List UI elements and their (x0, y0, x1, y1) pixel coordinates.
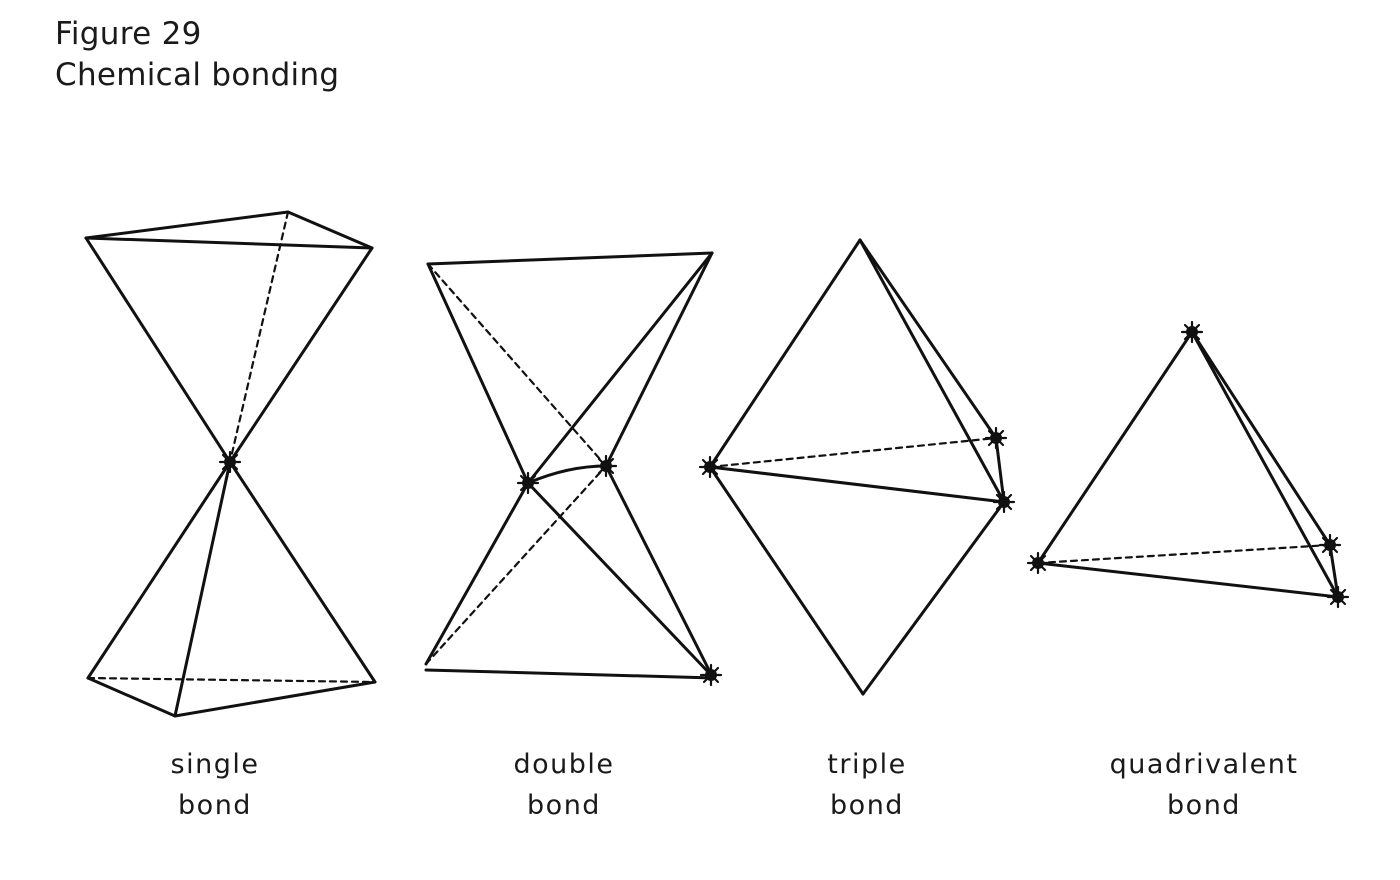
caption-single-bond: single bond (95, 744, 335, 826)
caption-triple-line2: bond (830, 790, 904, 821)
caption-quadrivalent-line1: quadrivalent (1109, 749, 1299, 780)
single-bond-figure (84, 210, 377, 718)
double-bond-atom-left (516, 471, 540, 495)
double-bond-figure (424, 251, 723, 687)
double-bond-lower-tetrahedron (424, 464, 716, 680)
caption-single-line2: bond (178, 790, 252, 821)
single-bond-shared-atom (218, 450, 242, 474)
caption-double-line2: bond (527, 790, 601, 821)
triple-bond-atom-left (698, 455, 722, 479)
quadrivalent-atom-back (1318, 533, 1342, 557)
caption-double-bond: double bond (444, 744, 684, 826)
quadrivalent-bond-figure (1026, 320, 1350, 609)
figure-number: Figure 29 (55, 16, 202, 52)
caption-double-line1: double (513, 749, 615, 780)
triple-bond-atom-front (992, 490, 1016, 514)
quadrivalent-atom-left (1026, 551, 1050, 575)
quadrivalent-atom-top (1180, 320, 1204, 344)
caption-quadrivalent-bond: quadrivalent bond (1084, 744, 1324, 826)
quadrivalent-atom-front (1326, 585, 1350, 609)
caption-quadrivalent-line2: bond (1167, 790, 1241, 821)
figure-title: Chemical bonding (55, 57, 340, 93)
caption-single-line1: single (170, 749, 260, 780)
single-bond-lower-tetrahedron (86, 460, 377, 718)
triple-bond-atom-back (984, 426, 1008, 450)
double-bond-upper-tetrahedron (426, 251, 714, 485)
double-bond-atom-corner (699, 663, 723, 687)
caption-triple-line1: triple (827, 749, 907, 780)
figure-heading: Figure 29 Chemical bonding (55, 14, 339, 96)
single-bond-upper-tetrahedron (84, 210, 374, 464)
double-bond-atom-right (594, 454, 618, 478)
caption-triple-bond: triple bond (747, 744, 987, 826)
triple-bond-figure (698, 238, 1016, 696)
